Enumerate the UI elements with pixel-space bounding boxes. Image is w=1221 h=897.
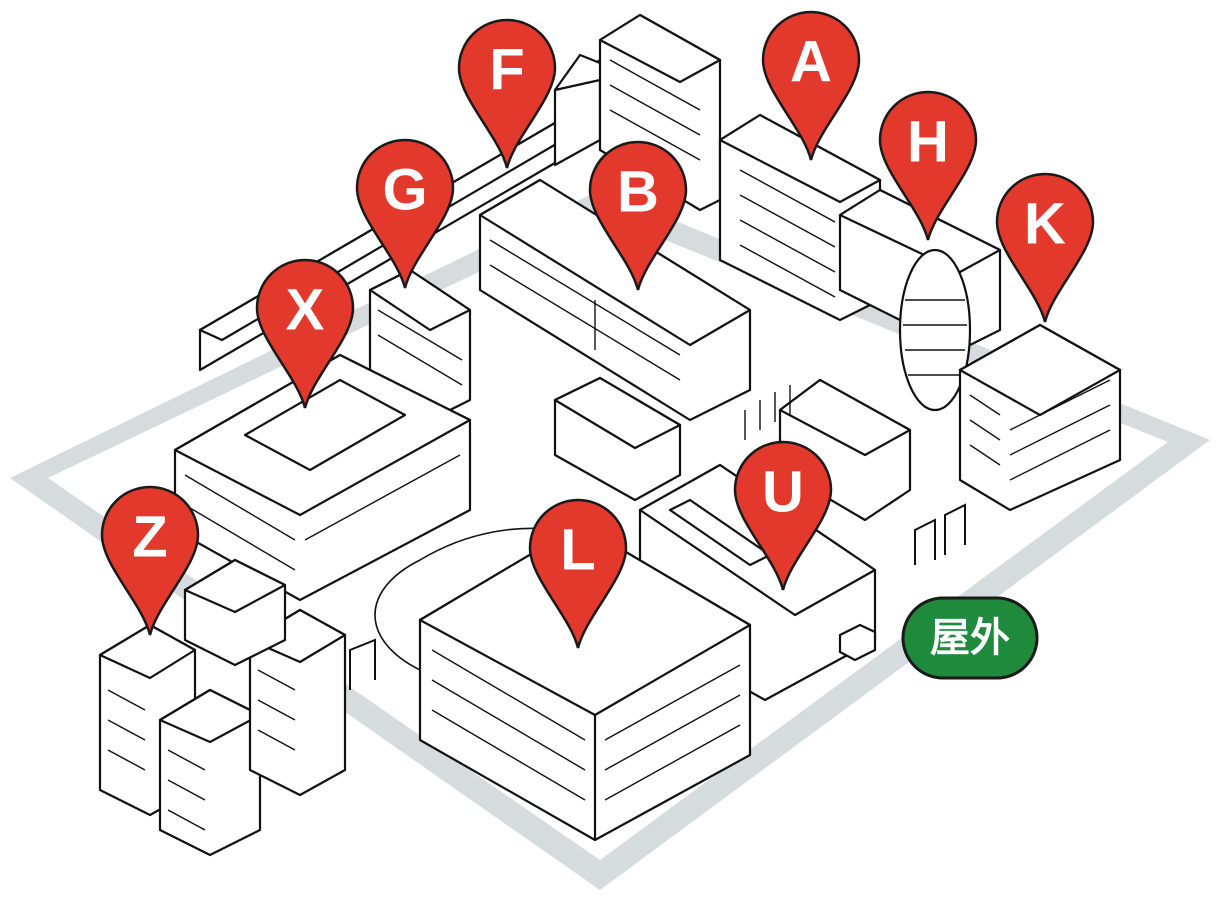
pin-label: F (489, 38, 524, 103)
pin-label: B (617, 160, 659, 225)
pin-label: K (1024, 192, 1066, 257)
pin-marker-icon (878, 90, 978, 241)
pin-marker-icon (761, 10, 861, 161)
pin-g[interactable]: G (355, 138, 455, 289)
outdoor-badge-label: 屋外 (930, 615, 1010, 661)
building-b (478, 178, 752, 422)
pin-h[interactable]: H (878, 90, 978, 241)
pin-z[interactable]: Z (100, 485, 200, 636)
pin-marker-icon (355, 138, 455, 289)
pin-marker-icon (100, 485, 200, 636)
pin-marker-icon (588, 140, 688, 291)
gate-structures (349, 503, 966, 690)
pin-b[interactable]: B (588, 140, 688, 291)
pin-label: X (286, 278, 325, 343)
pin-marker-icon (255, 258, 355, 409)
pin-k[interactable]: K (995, 172, 1095, 323)
building-z (98, 558, 347, 857)
pin-x[interactable]: X (255, 258, 355, 409)
building-x (173, 353, 472, 602)
pin-u[interactable]: U (733, 440, 833, 591)
pin-label: A (790, 30, 832, 95)
pin-label: G (382, 158, 427, 223)
pin-label: L (560, 518, 595, 583)
pin-marker-icon (528, 498, 628, 649)
pin-marker-icon (457, 18, 557, 169)
pin-f[interactable]: F (457, 18, 557, 169)
location-pins: F A H G B K X U Z L (100, 10, 1095, 649)
outdoor-badge[interactable]: 屋外 (901, 596, 1039, 680)
buildings (98, 13, 1122, 857)
building-middle (553, 376, 912, 522)
pin-l[interactable]: L (528, 498, 628, 649)
pin-label: U (762, 460, 804, 525)
pin-a[interactable]: A (761, 10, 861, 161)
pin-marker-icon (733, 440, 833, 591)
pin-label: Z (132, 505, 167, 570)
building-k (958, 323, 1122, 512)
building-h (838, 188, 1002, 412)
pin-marker-icon (995, 172, 1095, 323)
walkway (374, 527, 561, 671)
pin-label: H (907, 110, 949, 175)
